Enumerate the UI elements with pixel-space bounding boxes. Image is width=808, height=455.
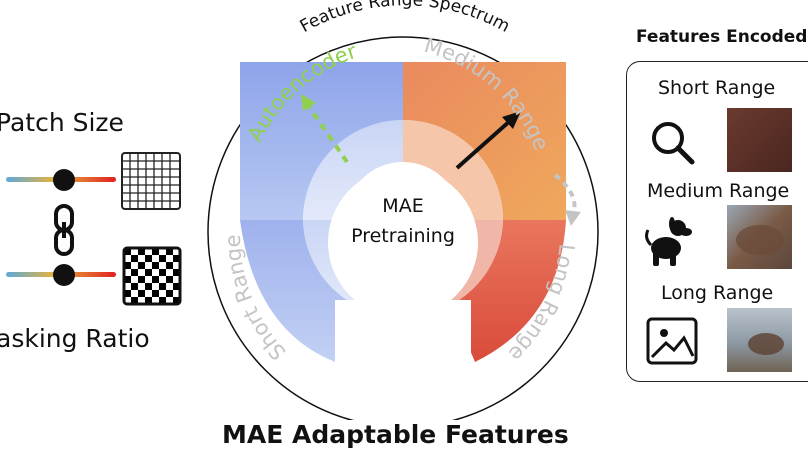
medium-range-arrow xyxy=(455,111,521,170)
patch-size-label: Patch Size xyxy=(0,108,124,137)
panel-icons xyxy=(645,108,792,372)
autoencoder-arrow xyxy=(301,94,349,164)
search-icon xyxy=(652,122,695,165)
feature-spectrum-diagram: MAE Pretraining Feature Range Spectrum A… xyxy=(207,0,599,420)
mask-checker-icon xyxy=(122,246,182,306)
link-icon xyxy=(54,204,74,256)
long-range-arrow xyxy=(553,173,581,226)
dog-icon xyxy=(645,217,692,266)
patch-size-slider[interactable] xyxy=(6,169,116,191)
medium-range-label: Medium Range xyxy=(647,180,790,202)
short-range-label: Short Range xyxy=(658,77,776,99)
long-range-label: Long Range xyxy=(661,282,774,304)
quadrant-top-left xyxy=(240,61,403,220)
core-label-line2: Pretraining xyxy=(351,225,455,247)
left-controls xyxy=(6,152,182,306)
masking-ratio-slider[interactable] xyxy=(6,264,116,286)
patch-grid-icon xyxy=(121,152,181,210)
diagram-caption: MAE Adaptable Features xyxy=(222,420,569,449)
features-panel xyxy=(626,61,808,382)
short-range-image xyxy=(727,108,792,172)
spectrum-title: Feature Range Spectrum xyxy=(297,0,513,37)
core-label-line1: MAE xyxy=(382,195,423,217)
masking-ratio-label: asking Ratio xyxy=(0,324,150,353)
image-icon xyxy=(646,317,698,365)
panel-title: Features Encoded xyxy=(636,27,808,47)
